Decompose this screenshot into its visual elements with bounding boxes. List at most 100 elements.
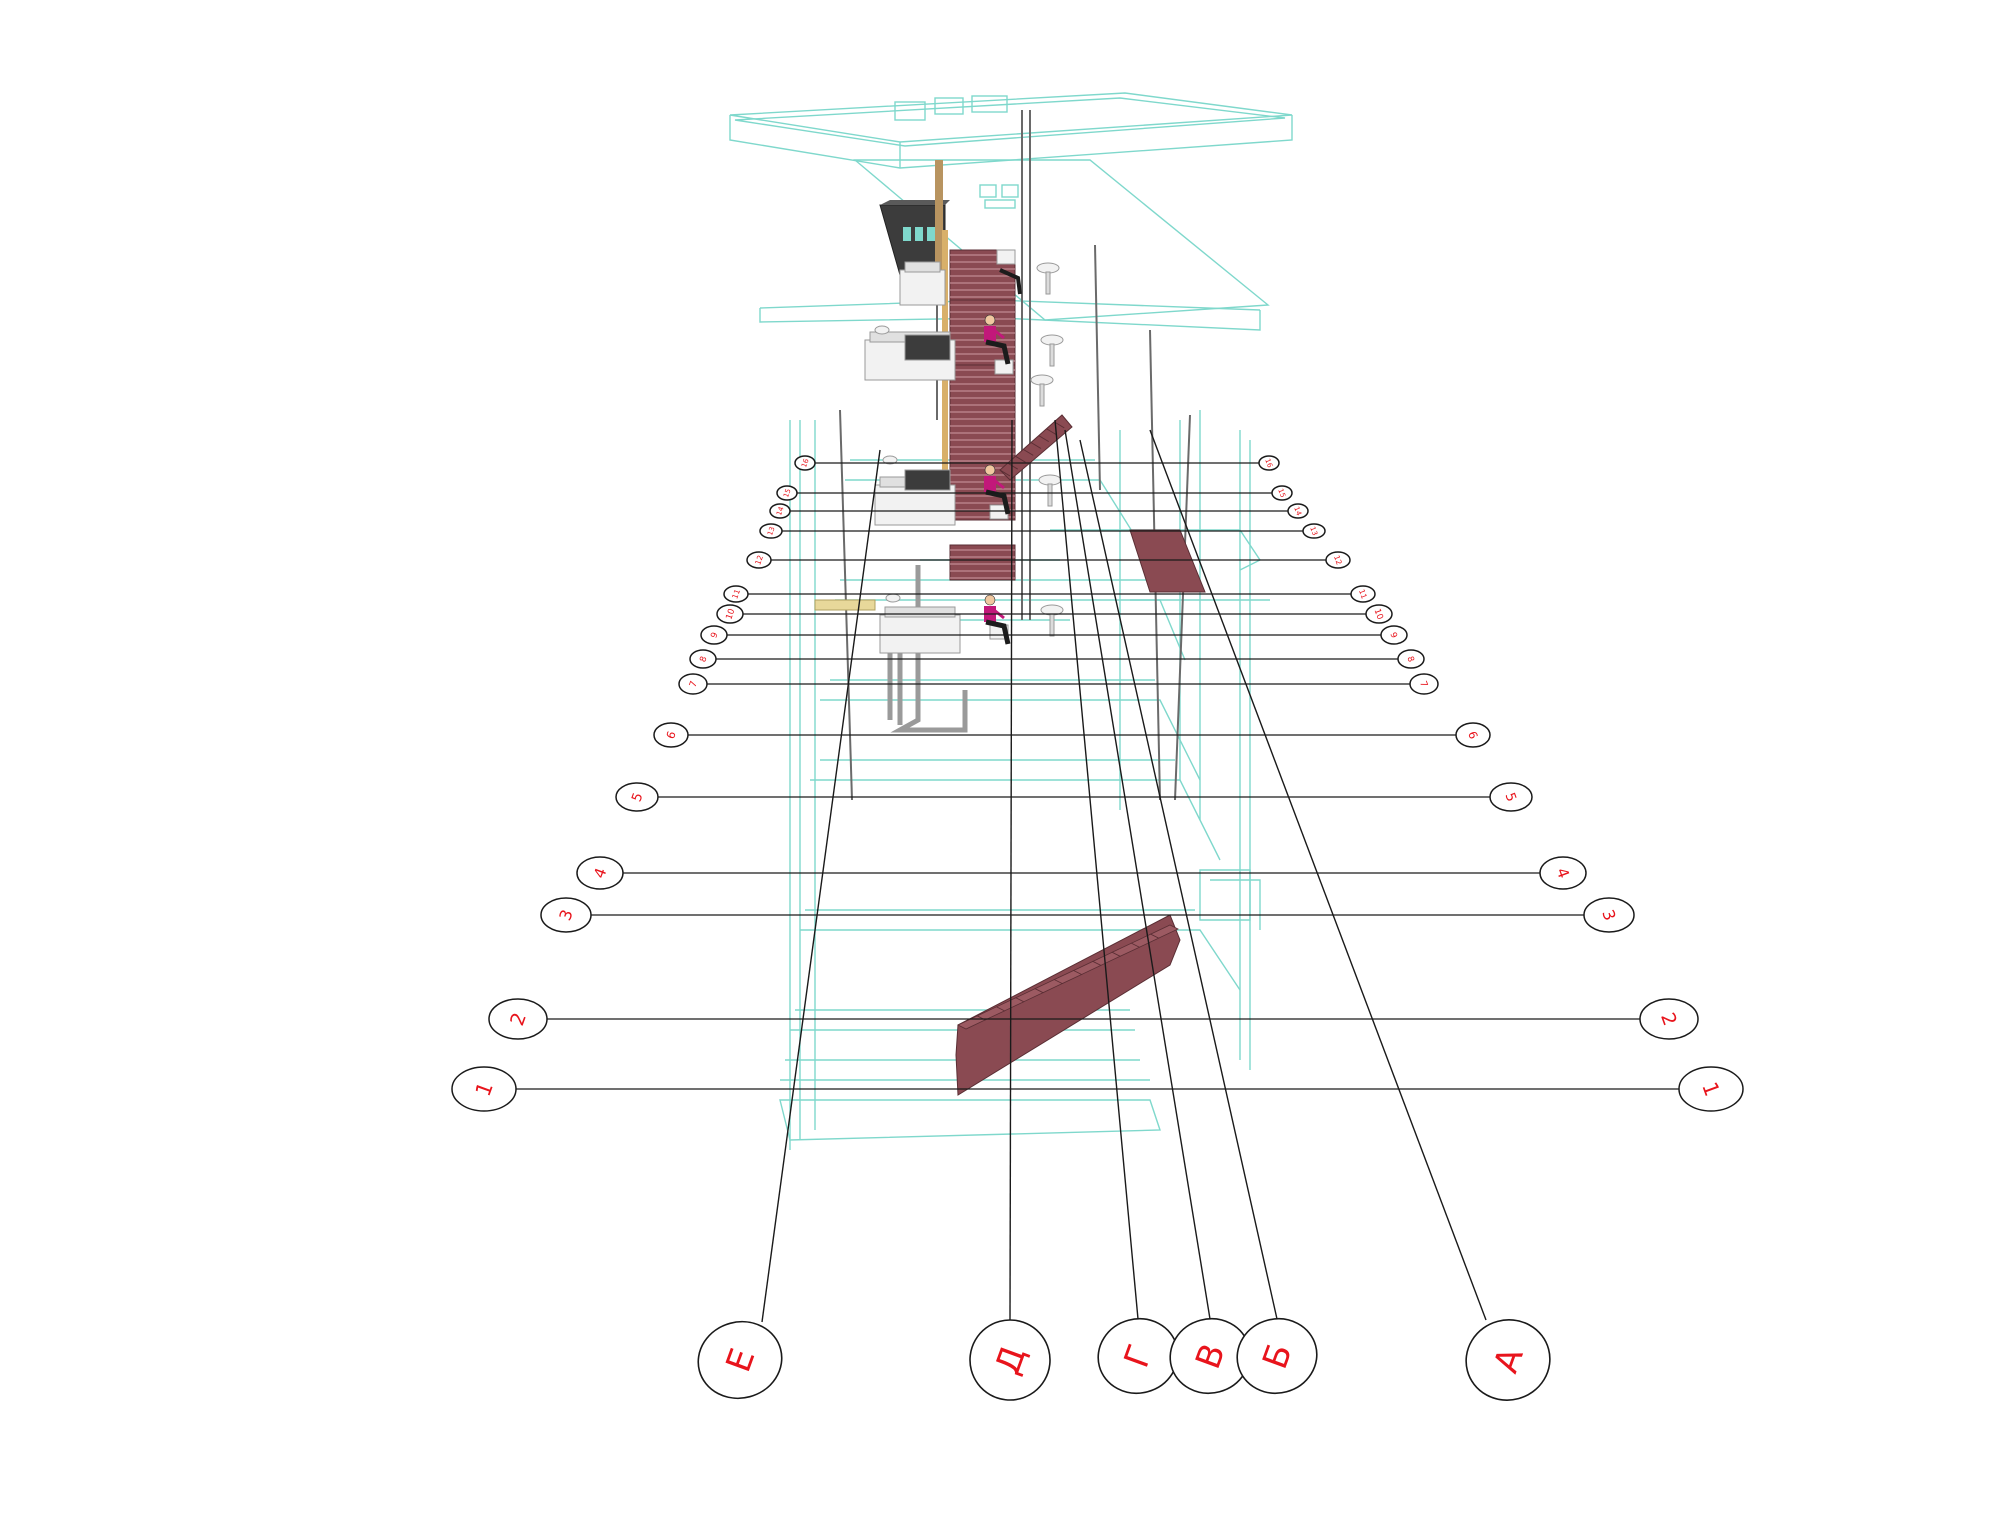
- small-basin: [882, 455, 898, 465]
- basin-pedestal: [1047, 483, 1053, 507]
- axis-bubble: [576, 856, 624, 890]
- stair-step: [1149, 924, 1179, 939]
- axis-bubble: [1639, 998, 1699, 1040]
- bathtub-rim: [904, 261, 941, 273]
- radiator: [814, 599, 876, 611]
- person-head: [984, 594, 996, 606]
- column-axis-А: А: [1149, 429, 1551, 1401]
- axis-bubble: [1287, 503, 1309, 519]
- seated-person: [984, 314, 1011, 365]
- column-axis-line: [1079, 439, 1278, 1320]
- column-axis-line: [1054, 419, 1139, 1320]
- person-torso: [984, 476, 996, 492]
- person-legs: [985, 619, 1011, 645]
- person-head: [984, 314, 996, 326]
- toilet: [994, 359, 1014, 375]
- axis-bubble: [1397, 649, 1425, 669]
- axis-bubble: [1380, 625, 1408, 645]
- person-torso: [984, 326, 996, 342]
- basin-pedestal: [1039, 383, 1045, 407]
- axis-bubble-label: 7: [688, 680, 700, 689]
- bathtub-rim: [884, 606, 956, 618]
- axis-bubble: [1465, 1319, 1551, 1401]
- plumbing-fixtures: [864, 249, 1064, 654]
- person-head: [984, 464, 996, 476]
- axis-bubble-label: 14: [1292, 506, 1303, 518]
- axis-bubble: [1236, 1317, 1318, 1395]
- person-legs: [999, 268, 1022, 295]
- axis-bubble-label: 16: [800, 457, 811, 469]
- basin-pedestal: [1045, 271, 1051, 295]
- basin-pedestal: [1049, 343, 1055, 367]
- column-axis-line: [1149, 429, 1487, 1321]
- axis-bubble: [1678, 1066, 1744, 1112]
- column-axis-line: [761, 449, 881, 1323]
- axis-bubble: [1489, 782, 1533, 812]
- axis-bubble-label: 11: [1357, 588, 1369, 600]
- axis-bubble-label: 10: [724, 608, 737, 622]
- stair-step: [1038, 435, 1050, 443]
- axis-bubble-label: 16: [1263, 458, 1274, 470]
- axis-bubble: [969, 1319, 1051, 1401]
- axis-bubble: [1302, 523, 1326, 539]
- column-axis-line: [1009, 419, 1013, 1321]
- column-axis-Д: Д: [969, 419, 1051, 1401]
- mid-stair-flight: [999, 414, 1073, 481]
- lower-stair-flight: [955, 914, 1181, 1096]
- axis-bubble-label: 14: [775, 505, 786, 517]
- axis-bubble-label: 9: [709, 631, 720, 640]
- row-axis-14: 14 14: [769, 503, 1309, 519]
- axis-bubble: [678, 673, 708, 695]
- floor-pad: [1129, 529, 1206, 593]
- stair-step: [1030, 442, 1042, 449]
- axis-bubble-label: 13: [766, 526, 777, 537]
- cabinet: [904, 334, 951, 361]
- axis-bubble: [540, 897, 592, 933]
- axis-bubble: [653, 722, 689, 748]
- axis-bubble: [776, 485, 798, 501]
- axis-bubble-label: 8: [1404, 655, 1415, 664]
- axis-bubble-label: 15: [1276, 488, 1287, 499]
- column-axis-Б: Б: [1079, 439, 1318, 1395]
- cabinet: [904, 469, 951, 491]
- axis-bubble: [716, 604, 744, 624]
- person-arm: [993, 478, 1005, 490]
- axis-bubble: [1455, 722, 1491, 748]
- person-legs: [985, 339, 1011, 365]
- axis-bubble: [1539, 856, 1587, 890]
- bathtub: [899, 269, 946, 306]
- axis-bubble: [488, 998, 548, 1040]
- axis-bubble-label: 9: [1387, 631, 1398, 640]
- axis-bubble: [723, 585, 749, 603]
- small-basin: [885, 593, 901, 603]
- stair-step: [1015, 455, 1026, 463]
- column-axis-Е: Е: [697, 449, 881, 1400]
- basin-pedestal: [1049, 613, 1055, 637]
- axis-bubble: [689, 649, 717, 669]
- axis-bubble: [759, 523, 783, 539]
- stair-flight: [949, 544, 1016, 581]
- stair-step: [1046, 428, 1057, 436]
- axis-bubble: [746, 551, 772, 569]
- stair-body: [999, 414, 1073, 481]
- axis-bubble-label: 8: [698, 655, 709, 664]
- axis-bubble: [1409, 673, 1439, 695]
- axis-bubble: [615, 782, 659, 812]
- axis-bubble: [1325, 551, 1351, 569]
- axis-bubble: [1365, 604, 1393, 624]
